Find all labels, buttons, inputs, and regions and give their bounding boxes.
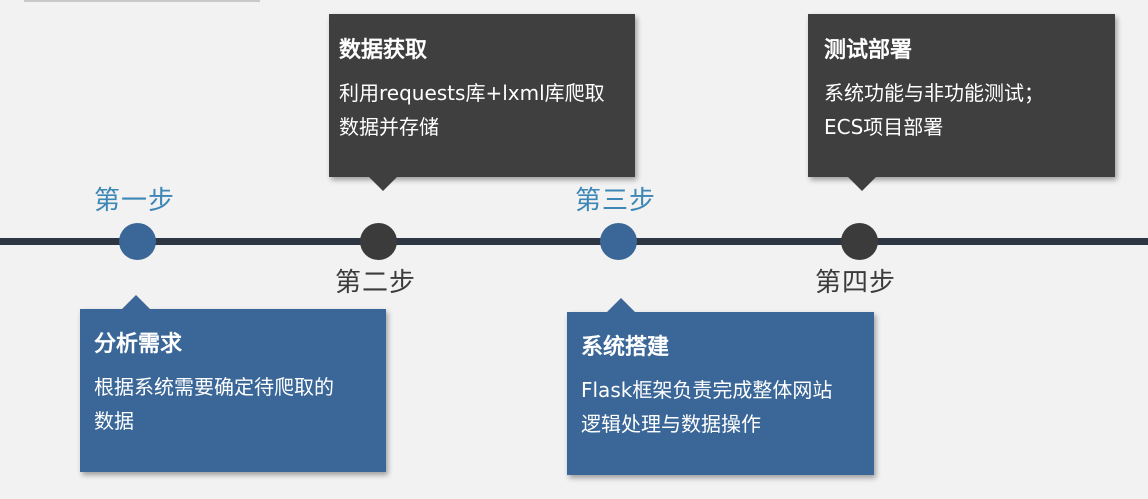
step-3-label: 第三步 (575, 186, 657, 216)
step-2-label: 第二步 (335, 268, 417, 298)
step-1-description-line: 数据 (94, 409, 134, 433)
step-4-card-pointer (848, 177, 876, 191)
step-1-description: 根据系统需要确定待爬取的 数据 (94, 370, 386, 438)
step-1-card-pointer (122, 295, 150, 309)
step-4-description-line: ECS项目部署 (824, 115, 944, 139)
step-3-node (600, 223, 637, 260)
step-3-description-line: 逻辑处理与数据操作 (581, 412, 761, 436)
top-divider (24, 0, 260, 2)
step-1-card: 分析需求 根据系统需要确定待爬取的 数据 (80, 295, 386, 472)
step-4-description-line: 系统功能与非功能测试； (824, 81, 1044, 105)
step-1-description-line: 根据系统需要确定待爬取的 (94, 375, 334, 399)
step-1-title: 分析需求 (94, 332, 183, 357)
step-4-card: 测试部署 系统功能与非功能测试； ECS项目部署 (808, 14, 1115, 191)
step-4-description: 系统功能与非功能测试； ECS项目部署 (824, 76, 1115, 144)
step-3-card: 系统搭建 Flask框架负责完成整体网站 逻辑处理与数据操作 (567, 298, 874, 475)
step-1-node (119, 223, 156, 260)
step-2-description-line: 数据并存储 (339, 115, 439, 139)
step-1-label: 第一步 (94, 186, 176, 216)
step-2-description: 利用requests库+lxml库爬取 数据并存储 (339, 76, 635, 144)
step-2-card: 数据获取 利用requests库+lxml库爬取 数据并存储 (329, 14, 635, 191)
step-4-title: 测试部署 (824, 38, 913, 63)
step-3-title: 系统搭建 (581, 335, 670, 360)
step-4-label: 第四步 (815, 268, 897, 298)
step-3-card-pointer (607, 298, 635, 312)
step-2-title: 数据获取 (339, 38, 428, 63)
step-4-node (841, 223, 878, 260)
timeline-axis (0, 238, 1148, 245)
step-2-card-pointer (369, 177, 397, 191)
step-3-description-line: Flask框架负责完成整体网站 (581, 378, 833, 402)
step-3-description: Flask框架负责完成整体网站 逻辑处理与数据操作 (581, 373, 874, 441)
step-2-description-line: 利用requests库+lxml库爬取 (339, 81, 605, 105)
step-2-node (360, 223, 397, 260)
